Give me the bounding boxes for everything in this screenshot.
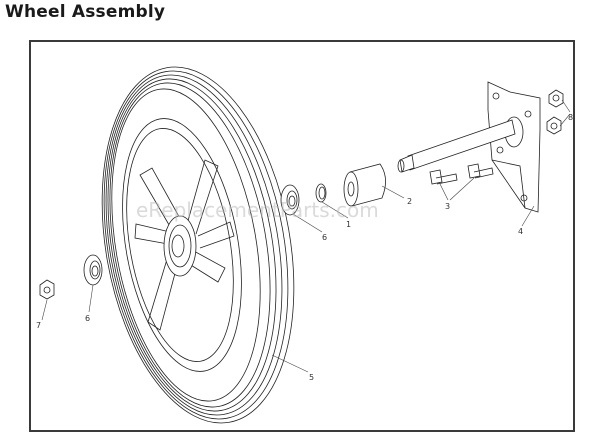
callout-6: 6 <box>322 233 327 242</box>
callout-4: 4 <box>518 227 523 236</box>
bolts-3 <box>429 163 494 185</box>
watermark-text: eReplacementParts.com <box>136 198 379 222</box>
spacer-washer-6-left <box>83 254 103 286</box>
spacer-washer-6 <box>280 184 300 216</box>
callout-3: 3 <box>445 202 450 211</box>
axle-bracket-4 <box>397 81 541 213</box>
page-title: Wheel Assembly <box>5 2 166 22</box>
callout-7: 7 <box>36 321 41 330</box>
bushing-2 <box>343 163 386 207</box>
snap-ring-1 <box>315 183 327 203</box>
diagram-frame <box>29 40 575 432</box>
callout-6-left: 6 <box>85 314 90 323</box>
callout-5: 5 <box>309 373 314 382</box>
leader-lines <box>41 99 571 373</box>
callout-1: 1 <box>346 220 351 229</box>
nut-7 <box>39 279 55 300</box>
callout-8: 8 <box>568 113 573 122</box>
nuts-8 <box>546 89 564 135</box>
callout-2: 2 <box>407 197 412 206</box>
wheel <box>101 66 295 424</box>
